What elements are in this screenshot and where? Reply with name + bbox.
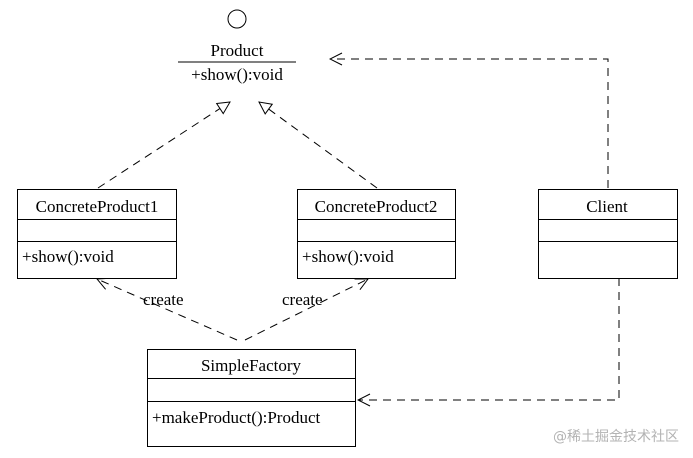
simple-factory-name: SimpleFactory <box>201 356 302 375</box>
dependency-edge-client-factory <box>358 278 620 400</box>
create-label-left: create <box>143 290 184 309</box>
create-edge-product2 <box>244 279 368 341</box>
concrete-product-2-operation: +show():void <box>302 247 394 266</box>
concrete-product-1-name: ConcreteProduct1 <box>36 197 159 216</box>
concrete-product-2-box <box>297 189 456 279</box>
client-name: Client <box>586 197 628 216</box>
create-edge-product1 <box>97 279 238 341</box>
concrete-product-1-box <box>17 189 177 279</box>
class-concrete-product-2[interactable]: ConcreteProduct2 +show():void <box>297 189 456 279</box>
watermark: @稀土掘金技术社区 <box>553 429 679 445</box>
product-interface[interactable]: Product +show():void <box>178 9 296 84</box>
concrete-product-1-operation: +show():void <box>22 247 114 266</box>
interface-circle-icon <box>227 9 247 29</box>
product-interface-operation: +show():void <box>191 65 283 84</box>
class-simple-factory[interactable]: SimpleFactory +makeProduct():Product <box>147 349 356 447</box>
simple-factory-operation: +makeProduct():Product <box>152 408 320 427</box>
product-interface-name: Product <box>211 41 264 60</box>
client-box <box>538 189 678 279</box>
create-label-right: create <box>282 290 323 309</box>
dependency-edge-client-product <box>330 59 609 188</box>
class-client[interactable]: Client <box>538 189 678 279</box>
class-concrete-product-1[interactable]: ConcreteProduct1 +show():void <box>17 189 177 279</box>
realization-edge-product2 <box>259 102 378 189</box>
realization-edge-product1 <box>97 102 230 189</box>
simple-factory-box <box>147 349 356 447</box>
concrete-product-2-name: ConcreteProduct2 <box>315 197 438 216</box>
